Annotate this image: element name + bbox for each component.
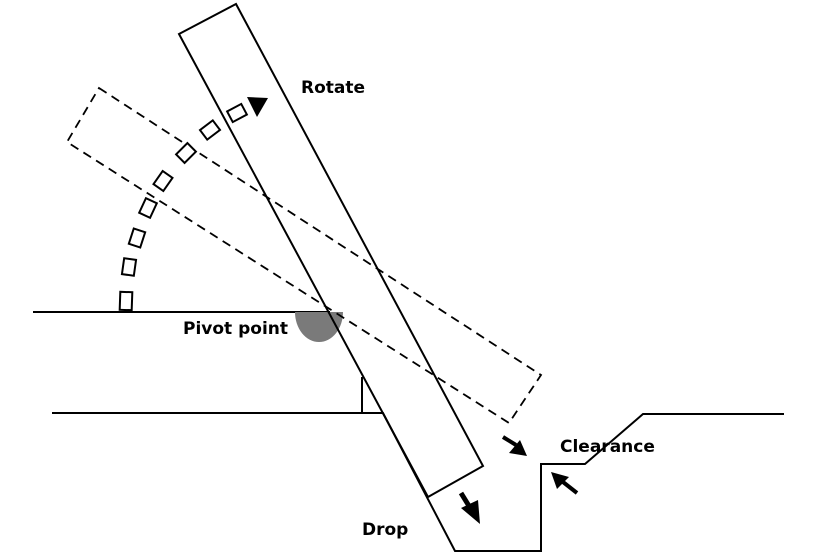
rotate-label: Rotate [301,78,365,98]
rotated-board-outline [65,86,543,425]
board-rectangle [177,2,485,499]
arc-segment [120,257,138,277]
arc-segment [174,141,198,165]
rotate-arrowhead-icon [247,97,268,117]
pivot-point-marker [295,312,343,342]
arc-segment [225,102,249,124]
clearance-label: Clearance [560,437,655,457]
arc-segment [137,196,159,220]
rotation-arc [118,102,249,312]
lower-floor-profile [52,377,363,414]
clearance-arrow-lower-icon [551,472,579,495]
drop-label: Drop [362,520,408,540]
arc-segment [118,290,134,312]
drop-arrow-icon [458,491,480,524]
arc-segment [127,227,147,249]
arc-segment [198,118,222,142]
pivot-point-label: Pivot point [183,319,288,339]
arc-segment [152,169,174,193]
clearance-arrow-upper-icon [501,435,527,456]
